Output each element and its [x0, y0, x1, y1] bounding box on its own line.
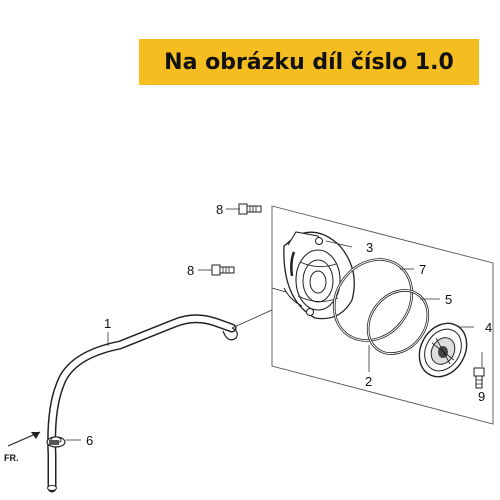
callout-2: 2 — [365, 374, 372, 389]
assembly-panel — [271, 205, 494, 425]
callout-3: 3 — [366, 240, 373, 255]
callout-9: 9 — [478, 389, 485, 404]
direction-label: FR. — [4, 453, 19, 463]
leader-lines — [66, 208, 483, 441]
banner-text: Na obrázku díl číslo 1.0 — [164, 49, 454, 75]
cover-part — [418, 322, 468, 378]
callout-5: 5 — [445, 292, 452, 307]
hose-part — [47, 314, 238, 493]
callout-6: 6 — [86, 433, 93, 448]
bolt-lower-part — [473, 367, 485, 389]
front-direction-arrow: FR. — [4, 431, 41, 463]
callout-8-upper: 8 — [216, 202, 223, 217]
bolt-middle-part — [211, 264, 235, 276]
callout-1: 1 — [104, 316, 111, 331]
bolt-upper-part — [238, 203, 262, 215]
part-number-banner: Na obrázku díl číslo 1.0 — [139, 39, 479, 85]
clamp-part — [46, 436, 66, 448]
callout-7: 7 — [419, 262, 426, 277]
callout-4: 4 — [485, 320, 492, 335]
callout-8-lower: 8 — [187, 263, 194, 278]
housing-part — [283, 231, 355, 320]
